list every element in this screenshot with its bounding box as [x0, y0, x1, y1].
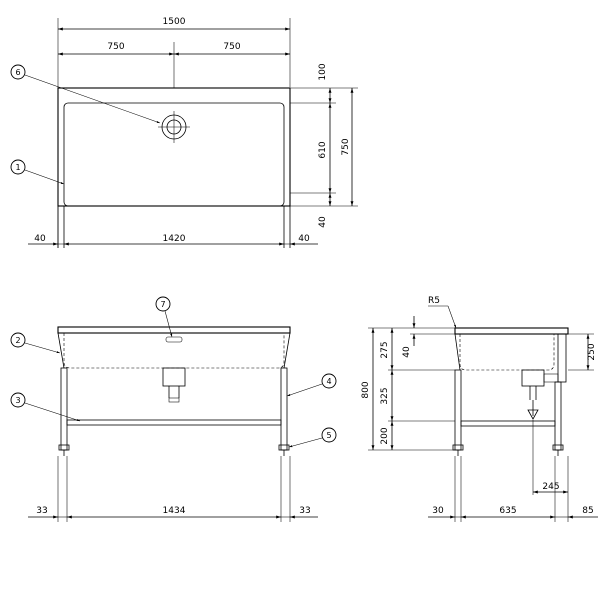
callout-4	[321, 373, 337, 389]
svg-text:4: 4	[326, 377, 331, 386]
radius-label: R5	[428, 296, 440, 306]
front-view: 33 1434 33 7 2 3 4 5	[10, 296, 337, 522]
dim-rear-overhang: 85	[582, 506, 593, 516]
dim-side-left: 40	[34, 234, 46, 244]
dim-bowl-width: 1420	[163, 234, 186, 244]
callout-3	[10, 392, 26, 408]
side-rim	[454, 327, 569, 335]
svg-text:1: 1	[15, 163, 20, 172]
dim-backsplash-gap: 40	[402, 346, 412, 358]
callout-7	[155, 296, 171, 312]
dim-leg-left: 33	[36, 506, 47, 516]
front-rim	[57, 326, 291, 334]
dim-rim-front: 40	[318, 216, 328, 228]
side-shelf	[460, 420, 556, 427]
drain-icon	[158, 111, 190, 143]
svg-text:7: 7	[160, 300, 165, 309]
svg-text:5: 5	[326, 431, 331, 440]
dim-half-right: 750	[223, 42, 240, 52]
dim-front-leg: 30	[432, 506, 444, 516]
callout-2	[10, 332, 26, 348]
sink-top-outline	[57, 87, 291, 207]
dim-backsplash: 250	[587, 343, 597, 360]
dim-leg-span: 1434	[163, 506, 186, 516]
side-bowl-hidden	[459, 334, 555, 371]
dim-bowl-depth: 610	[318, 141, 328, 158]
top-view: 1500 750 750 100 610 40 7	[10, 17, 358, 248]
dim-bowl-height: 275	[380, 341, 390, 358]
front-shelf	[66, 419, 282, 426]
side-view: 800 275 325 200 40 R5 250 245 30 635 85	[361, 296, 598, 522]
callout-5	[321, 427, 337, 443]
front-leg-left	[60, 367, 68, 451]
dim-overall-depth: 750	[341, 138, 351, 155]
dim-rim-back: 100	[318, 63, 328, 80]
dim-shelf-height: 200	[380, 427, 390, 444]
dim-overall-height: 800	[361, 381, 371, 398]
side-leg-front	[454, 369, 462, 451]
side-leg-rear	[554, 381, 562, 451]
svg-text:2: 2	[15, 336, 20, 345]
svg-text:3: 3	[15, 396, 20, 405]
front-bowl-hidden	[63, 333, 285, 369]
dim-leg-right: 33	[299, 506, 310, 516]
callout-1	[10, 159, 26, 175]
svg-text:6: 6	[15, 68, 20, 77]
dim-overall-width: 1500	[163, 17, 186, 27]
dim-shelf-gap: 325	[380, 387, 390, 404]
dim-drain-offset: 245	[542, 482, 559, 492]
dim-half-left: 750	[107, 42, 124, 52]
dim-side-right: 40	[298, 234, 310, 244]
dim-leg-depth: 635	[499, 506, 516, 516]
callout-6	[10, 64, 26, 80]
front-leg-right	[280, 367, 288, 451]
